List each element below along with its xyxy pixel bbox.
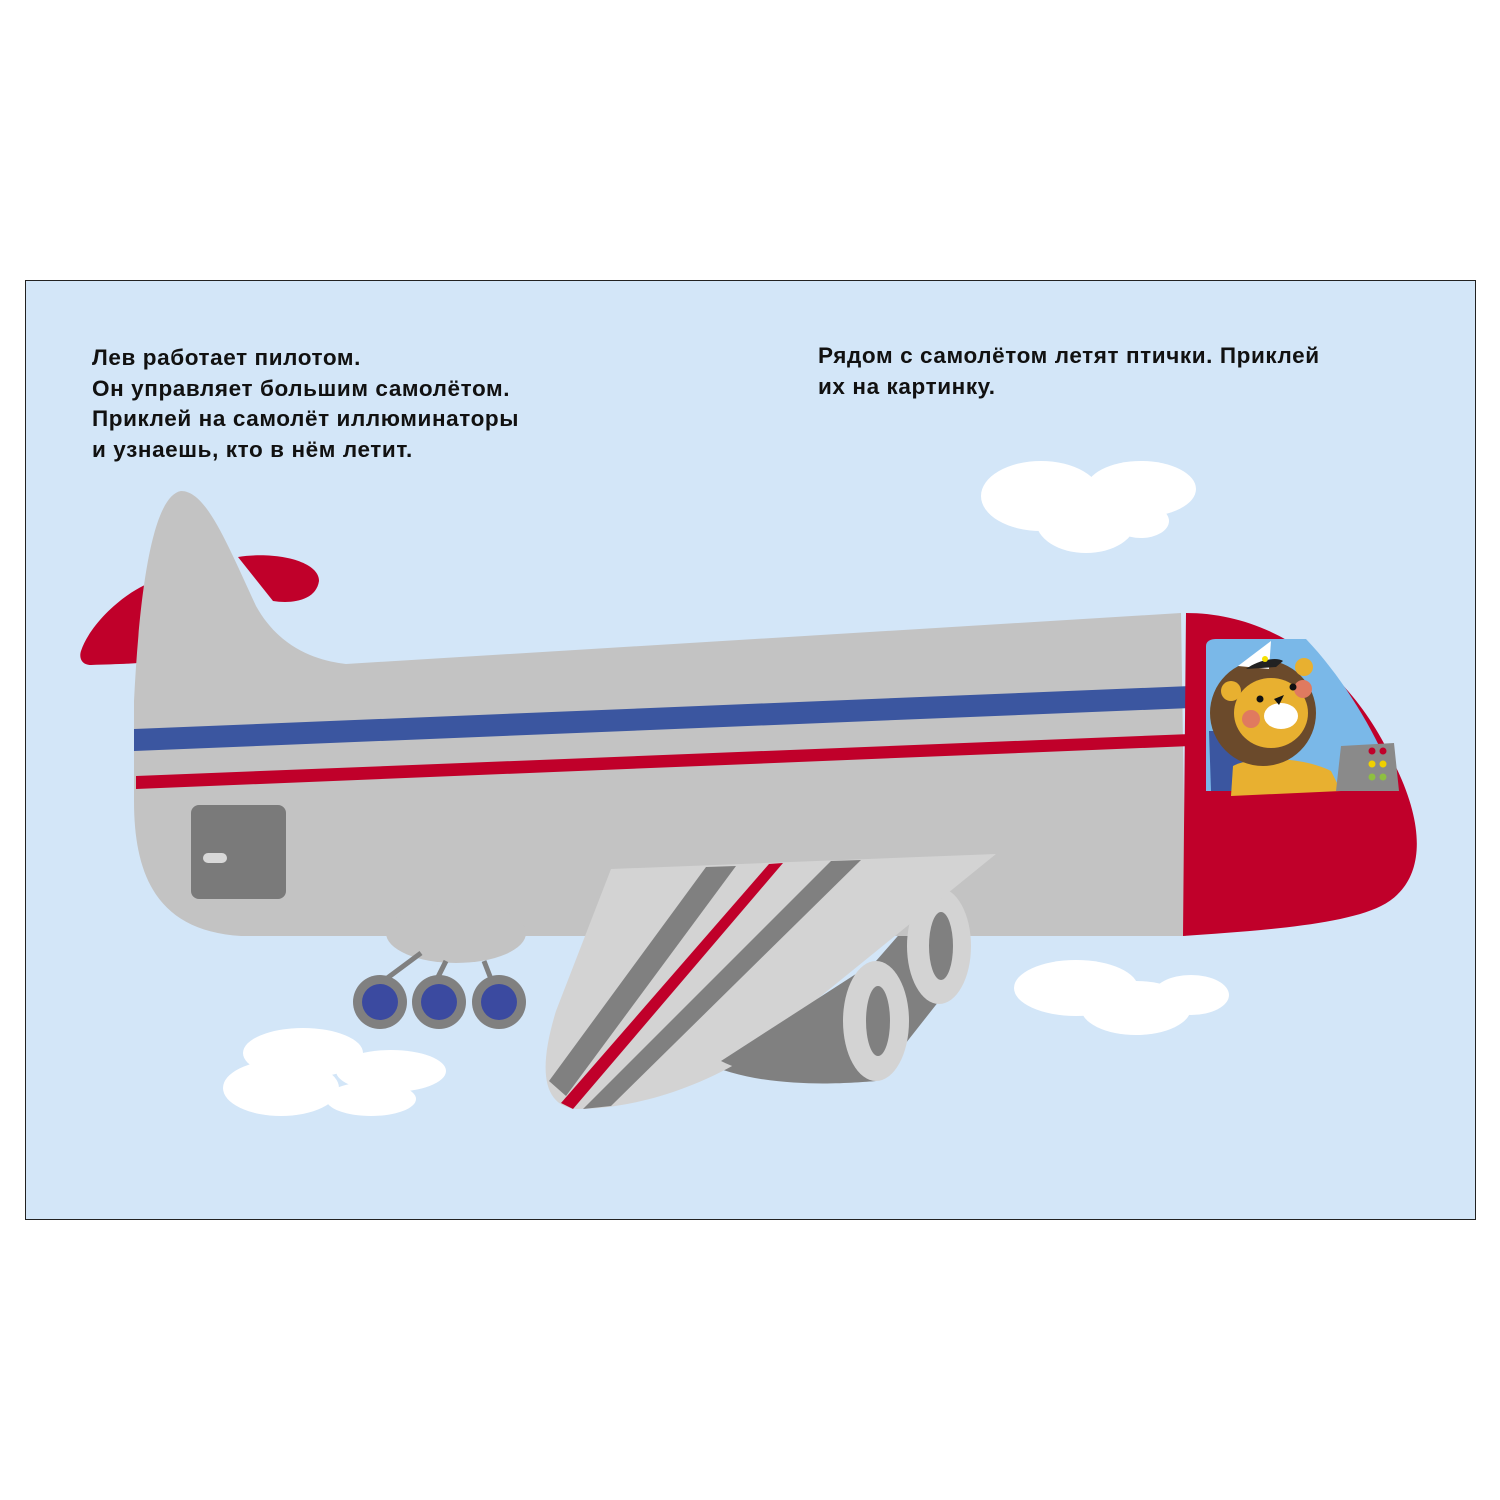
text-line: и узнаешь, кто в нём летит. <box>92 437 413 463</box>
right-instruction-text: Рядом с самолётом летят птички. Приклей … <box>818 341 1320 402</box>
wing-stripes <box>549 860 861 1109</box>
text-line: Он управляет большим самолётом. <box>92 375 511 401</box>
gear-housing <box>386 903 526 963</box>
text-line: Приклей на самолёт иллюминаторы <box>92 406 520 432</box>
left-instruction-text: Лев работает пилотом. Он управляет больш… <box>92 343 519 466</box>
cloud-right <box>1014 960 1229 1035</box>
book-page-panel: Лев работает пилотом. Он управляет больш… <box>25 280 1476 1220</box>
blue-stripe <box>134 686 1191 751</box>
text-line: их на картинку. <box>818 373 996 399</box>
wheels <box>353 975 526 1029</box>
door <box>191 805 286 899</box>
door-handle <box>203 853 227 863</box>
text-line: Лев работает пилотом. <box>92 345 362 370</box>
engine-back <box>907 888 971 1004</box>
cloud-top-right <box>981 461 1196 553</box>
airplane-illustration <box>80 461 1417 1116</box>
cloud-bottom-left <box>223 1028 446 1116</box>
lion-pilot <box>1209 641 1341 796</box>
tail-fin-right <box>238 555 319 602</box>
engine-front <box>721 961 909 1083</box>
control-panel <box>1336 743 1399 791</box>
text-line: Рядом с самолётом летят птички. Приклей <box>818 343 1320 368</box>
red-stripe <box>136 734 1191 789</box>
